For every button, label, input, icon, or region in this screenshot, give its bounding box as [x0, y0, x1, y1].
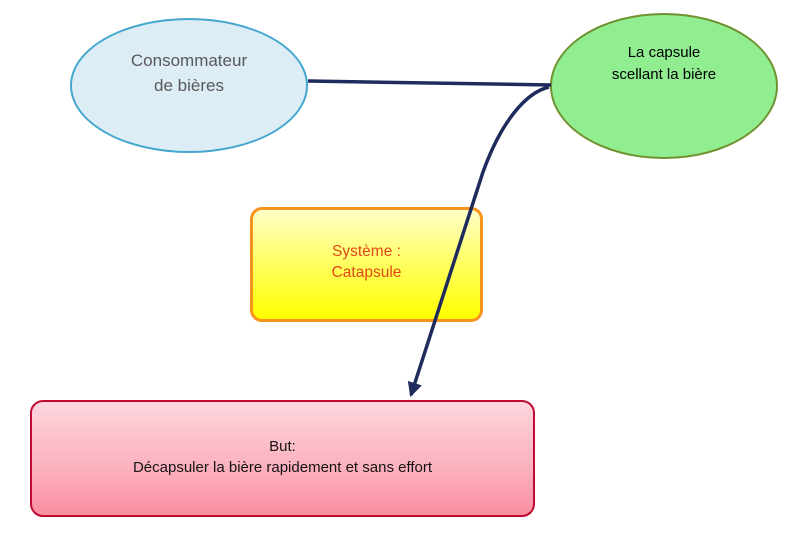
node-goal-label-line2: Décapsuler la bière rapidement et sans e… — [132, 458, 433, 476]
connector-consumer-to-capsule[interactable] — [307, 79, 552, 87]
node-consumer-label-line1: Consommateur — [130, 50, 248, 70]
node-capsule[interactable]: La capsule scellant la bière — [550, 13, 778, 159]
node-consumer-label-line2: de bières — [154, 75, 224, 95]
node-system-label-line2: Catapsule — [331, 264, 402, 281]
node-goal-label-line1: But: — [269, 437, 296, 455]
node-capsule-label-line1: La capsule — [627, 44, 701, 61]
node-capsule-label-line2: scellant la bière — [611, 66, 717, 83]
node-system[interactable]: Système : Catapsule — [250, 207, 483, 322]
node-consumer[interactable]: Consommateur de bières — [70, 18, 308, 153]
node-goal[interactable]: But: Décapsuler la bière rapidement et s… — [30, 400, 535, 517]
node-system-label-line1: Système : — [332, 243, 401, 260]
